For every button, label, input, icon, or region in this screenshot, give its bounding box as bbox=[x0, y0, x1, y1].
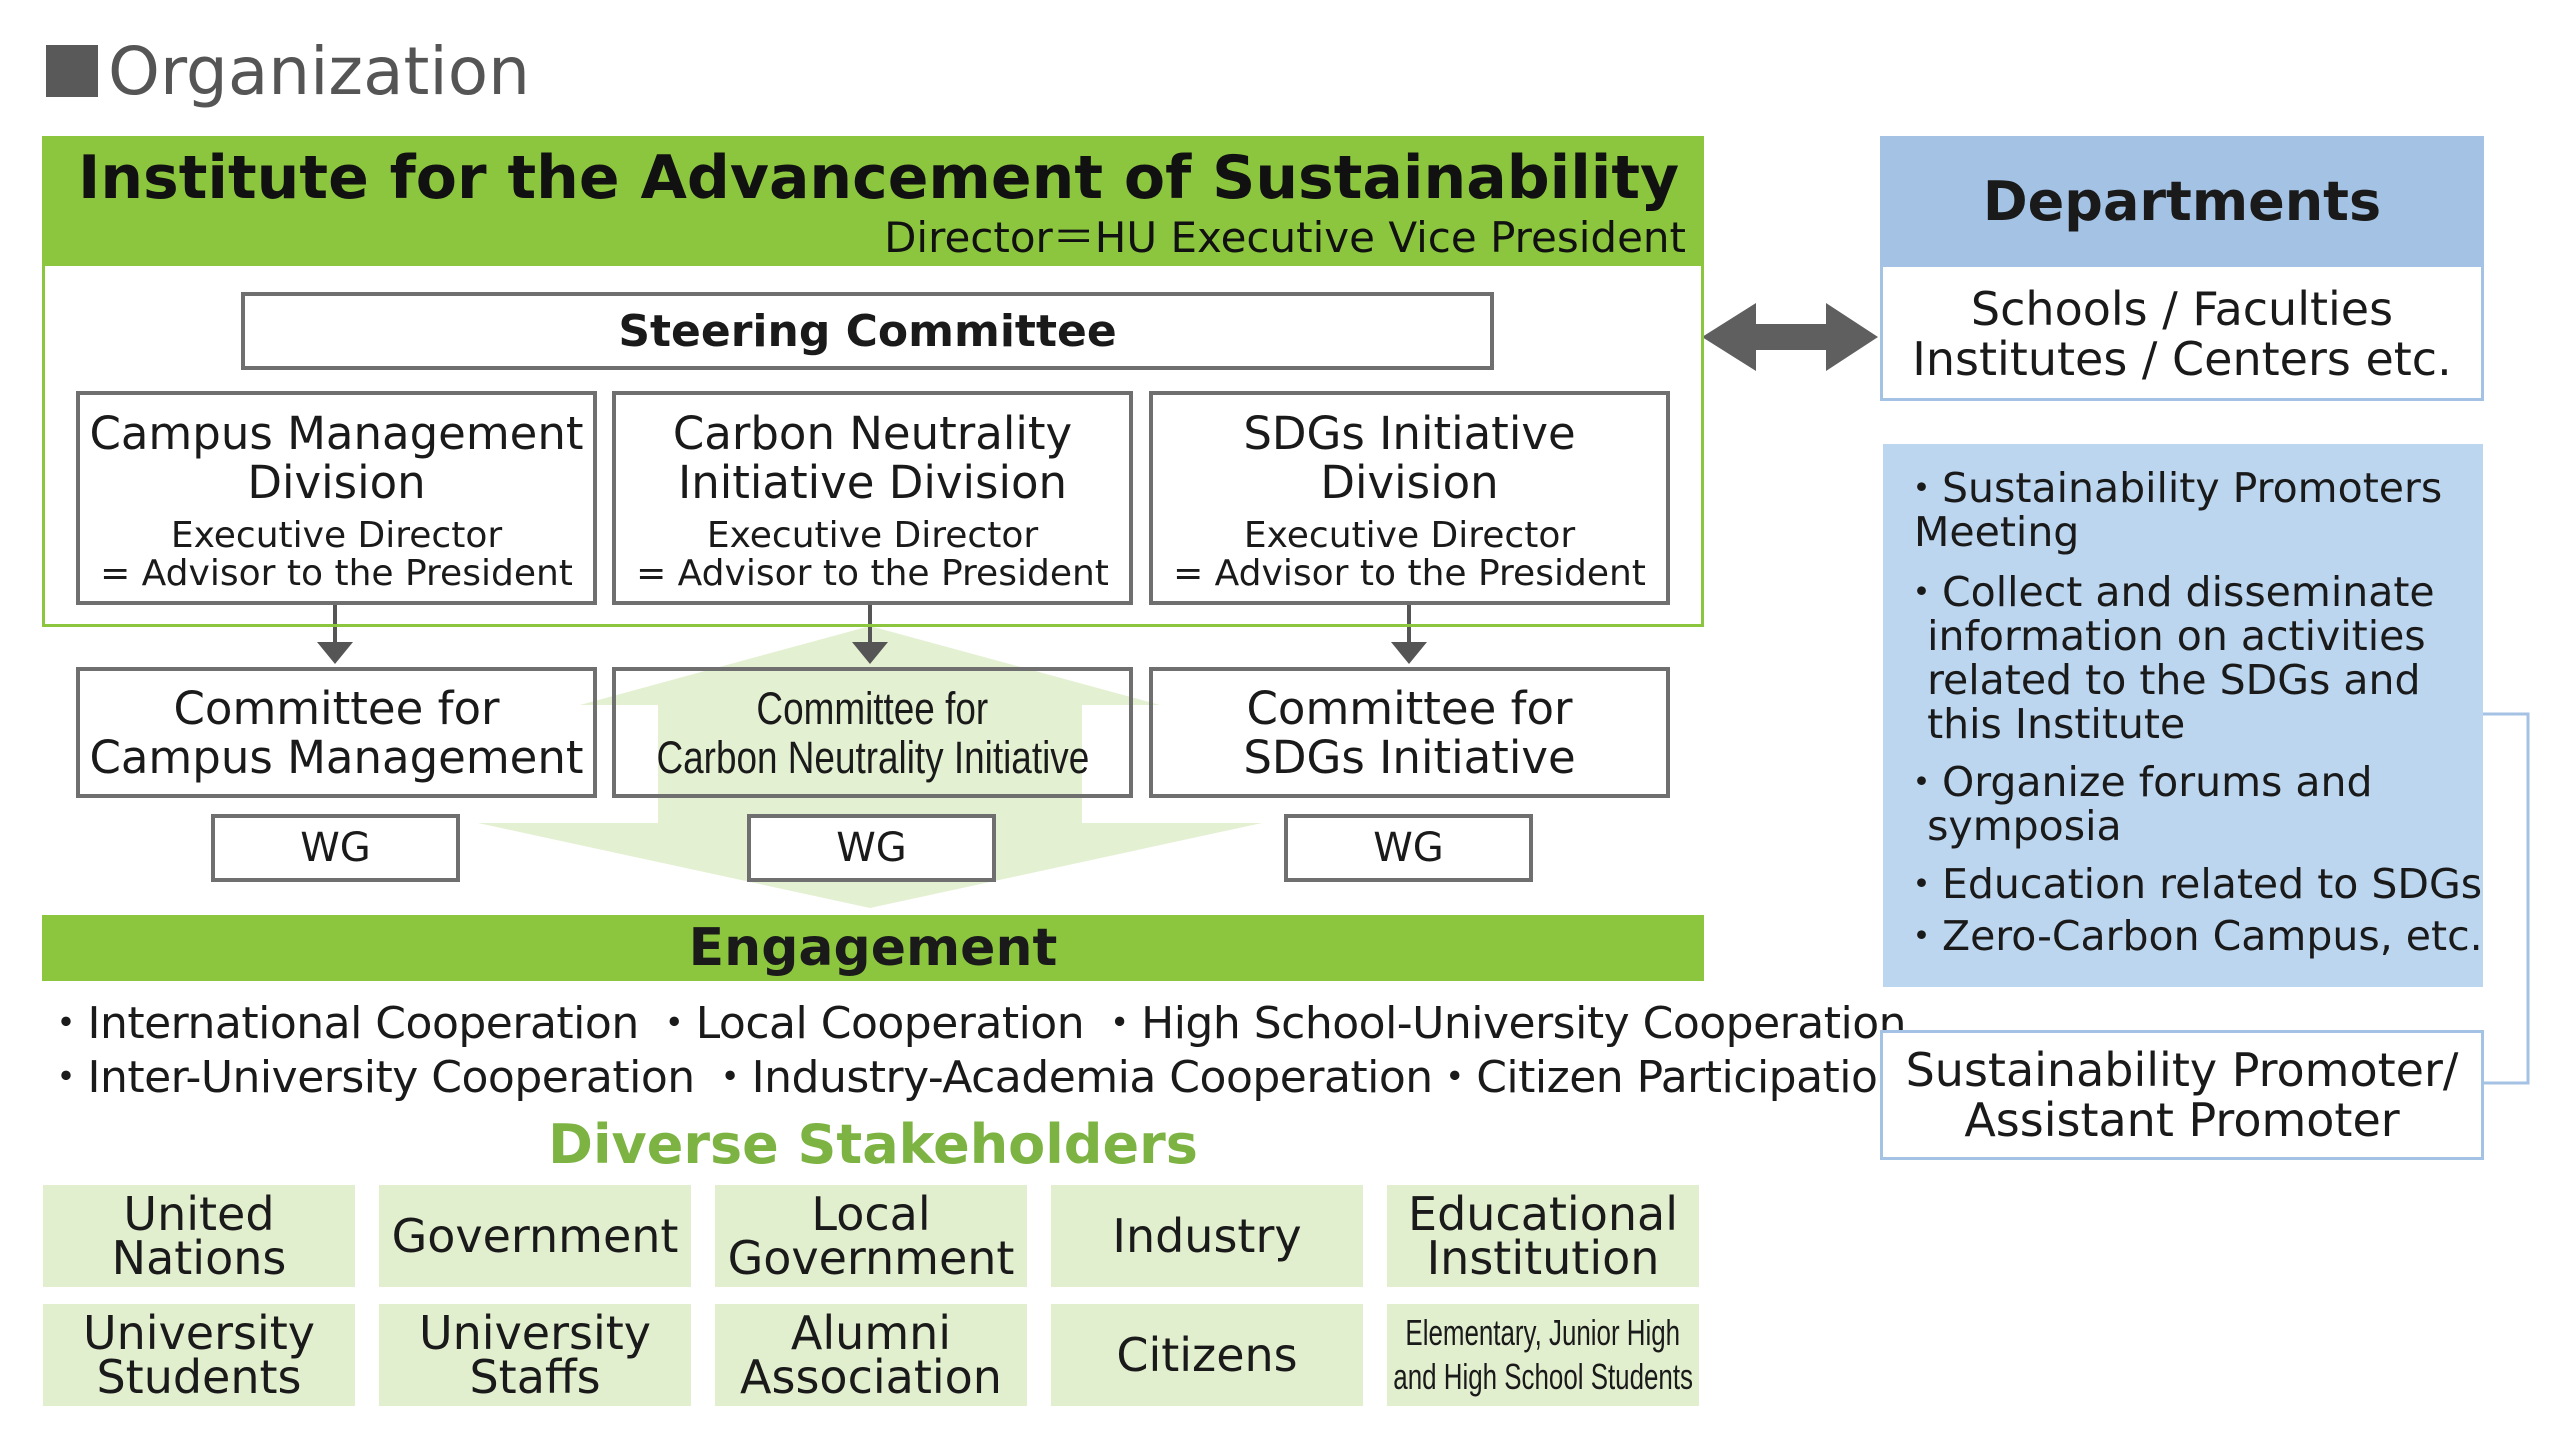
institute-departments-arrow bbox=[1702, 303, 1878, 371]
division-carbon-neutrality: Carbon Neutrality Initiative Division Ex… bbox=[612, 391, 1133, 605]
division-role: Executive Director bbox=[170, 515, 503, 556]
stakeholder-school-students: Elementary, Junior High and High School … bbox=[1387, 1304, 1699, 1406]
promoter-label: Assistant Promoter bbox=[1964, 1093, 2400, 1147]
engagement-line: ・Inter-University Cooperation ・Industry-… bbox=[44, 1052, 1905, 1103]
institute-director: Director＝HU Executive Vice President bbox=[884, 212, 1686, 262]
promoter-activity: ・Zero-Carbon Campus, etc. bbox=[1901, 912, 2483, 960]
committee-label: Committee for bbox=[756, 682, 989, 734]
steering-committee-box: Steering Committee bbox=[241, 292, 1494, 370]
division-name: Campus Management bbox=[89, 407, 584, 460]
committee-label: Carbon Neutrality Initiative bbox=[656, 731, 1089, 783]
stakeholder-label: Institution bbox=[1426, 1231, 1660, 1285]
stakeholder-label: University bbox=[82, 1306, 316, 1360]
engagement-flow-arrow bbox=[478, 626, 1262, 908]
division-name: SDGs Initiative bbox=[1243, 407, 1576, 460]
departments-line: Schools / Faculties bbox=[1970, 282, 2394, 336]
division-role: = Advisor to the President bbox=[636, 553, 1109, 594]
division-role: = Advisor to the President bbox=[100, 553, 573, 594]
institute-title: Institute for the Advancement of Sustain… bbox=[78, 143, 1680, 213]
sustainability-promoter-box: Sustainability Promoter/ Assistant Promo… bbox=[1880, 1030, 2484, 1160]
committee-label: SDGs Initiative bbox=[1243, 730, 1576, 784]
division-campus-management: Campus Management Division Executive Dir… bbox=[76, 391, 597, 605]
committee-label: Committee for bbox=[1246, 681, 1573, 735]
committee-sdgs-initiative: Committee for SDGs Initiative bbox=[1149, 667, 1670, 798]
promoter-activity: ・Organize forums and symposia bbox=[1901, 758, 2373, 850]
stakeholder-label: Industry bbox=[1112, 1209, 1302, 1263]
stakeholder-alumni-association: Alumni Association bbox=[715, 1304, 1027, 1406]
wg-box: WG bbox=[747, 814, 996, 882]
stakeholder-united-nations: United Nations bbox=[43, 1185, 355, 1287]
stakeholder-university-staffs: University Staffs bbox=[379, 1304, 691, 1406]
title-square-icon bbox=[46, 45, 98, 97]
wg-box: WG bbox=[211, 814, 460, 882]
division-role: Executive Director bbox=[706, 515, 1039, 556]
stakeholder-industry: Industry bbox=[1051, 1185, 1363, 1287]
promoter-activity: ・Sustainability Promoters Meeting bbox=[1901, 464, 2443, 556]
division-sdgs-initiative: SDGs Initiative Division Executive Direc… bbox=[1149, 391, 1670, 605]
stakeholder-label: Association bbox=[740, 1350, 1002, 1404]
division-name: Initiative Division bbox=[677, 456, 1068, 509]
stakeholder-local-government: Local Government bbox=[715, 1185, 1027, 1287]
division-role: = Advisor to the President bbox=[1173, 553, 1646, 594]
page-title: Organization bbox=[46, 26, 530, 116]
departments-body: Schools / Faculties Institutes / Centers… bbox=[1883, 270, 2481, 398]
committee-carbon-neutrality: Committee for Carbon Neutrality Initiati… bbox=[612, 667, 1133, 798]
stakeholder-label: Citizens bbox=[1116, 1328, 1298, 1382]
stakeholder-label: Alumni bbox=[790, 1306, 952, 1360]
institute-header bbox=[42, 136, 1704, 266]
stakeholder-label: Government bbox=[727, 1231, 1015, 1285]
division-name: Division bbox=[1320, 456, 1499, 509]
committee-campus-management: Committee for Campus Management bbox=[76, 667, 597, 798]
wg-box: WG bbox=[1284, 814, 1533, 882]
departments-header: Departments bbox=[1880, 136, 2484, 267]
engagement-line: ・International Cooperation ・Local Cooper… bbox=[44, 998, 1907, 1049]
stakeholder-label: Government bbox=[391, 1209, 679, 1263]
stakeholder-label: Elementary, Junior High bbox=[1405, 1312, 1681, 1353]
promoter-activity: ・Collect and disseminate information on … bbox=[1901, 568, 2435, 748]
committee-label: Campus Management bbox=[89, 730, 584, 784]
promoter-label: Sustainability Promoter/ bbox=[1905, 1043, 2459, 1097]
stakeholders-title: Diverse Stakeholders bbox=[548, 1112, 1198, 1176]
stakeholder-label: and High School Students bbox=[1393, 1356, 1693, 1397]
stakeholder-university-students: University Students bbox=[43, 1304, 355, 1406]
stakeholder-label: Educational bbox=[1408, 1187, 1678, 1241]
division-name: Division bbox=[247, 456, 426, 509]
page-title-text: Organization bbox=[108, 32, 530, 110]
departments-line: Institutes / Centers etc. bbox=[1912, 332, 2452, 386]
stakeholder-educational-institution: Educational Institution bbox=[1387, 1185, 1699, 1287]
engagement-bar: Engagement bbox=[42, 915, 1704, 981]
division-role: Executive Director bbox=[1243, 515, 1576, 556]
stakeholder-label: Local bbox=[811, 1187, 931, 1241]
promoter-bracket bbox=[2483, 712, 2530, 1085]
stakeholder-label: Staffs bbox=[469, 1350, 601, 1404]
stakeholder-label: University bbox=[418, 1306, 652, 1360]
promoter-activities-panel: ・Sustainability Promoters Meeting ・Colle… bbox=[1883, 444, 2483, 987]
stakeholder-label: Students bbox=[96, 1350, 302, 1404]
promoter-activity: ・Education related to SDGs bbox=[1901, 860, 2483, 908]
stakeholder-government: Government bbox=[379, 1185, 691, 1287]
division-name: Carbon Neutrality bbox=[672, 407, 1073, 460]
committee-label: Committee for bbox=[173, 681, 500, 735]
stakeholder-citizens: Citizens bbox=[1051, 1304, 1363, 1406]
stakeholder-label: Nations bbox=[111, 1231, 287, 1285]
stakeholder-label: United bbox=[123, 1187, 275, 1241]
